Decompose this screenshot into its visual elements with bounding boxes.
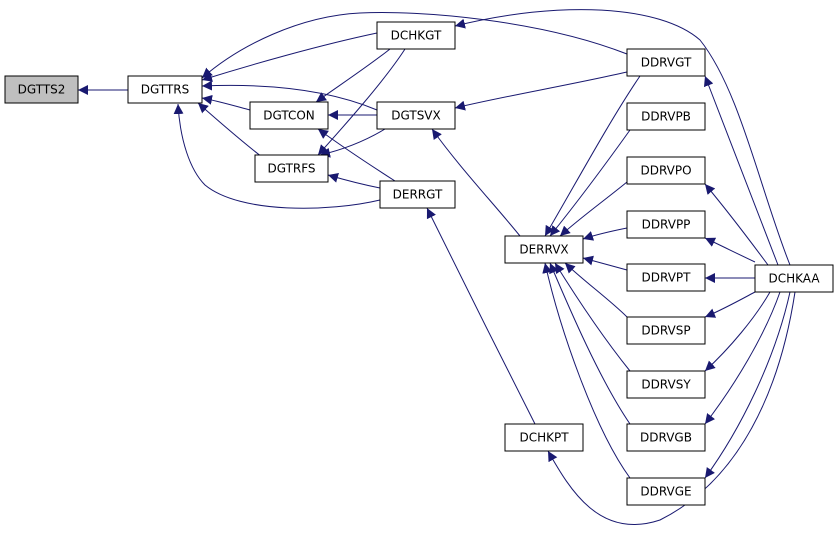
node-dgtrfs[interactable]: DGTRFS [254, 154, 329, 183]
node-dgtts2[interactable]: DGTTS2 [4, 75, 79, 104]
edge-dchkgt-to-dgtrfs [317, 48, 406, 156]
edge-derrgt-to-dgttrs [173, 103, 381, 209]
edge-derrvx-to-dgtsvx [431, 128, 521, 237]
node-ddrvpp[interactable]: DDRVPP [626, 210, 706, 239]
node-box [504, 235, 584, 264]
node-ddrvpo[interactable]: DDRVPO [626, 156, 706, 185]
edge-derrgt-to-dgtrfs [327, 173, 381, 189]
edge-dchkgt-to-dgtcon [315, 48, 391, 103]
edge-layer [78, 9, 796, 526]
node-box [754, 264, 834, 293]
node-box [376, 21, 456, 50]
edge-dgtcon-to-dgttrs [201, 94, 251, 111]
node-label: DGTRFS [267, 162, 315, 176]
node-box [626, 263, 706, 292]
node-layer: DGTTS2 DGTTRS DCHKGT DGTCON DGTSVX DGTRFS DERR… [4, 21, 834, 506]
node-ddrvge[interactable]: DDRVGE [626, 477, 706, 506]
edge-ddrvpb-to-derrvx [549, 129, 631, 237]
node-box [249, 101, 329, 130]
node-box [626, 316, 706, 345]
node-label: DCHKAA [768, 272, 820, 286]
node-ddrvpt[interactable]: DDRVPT [626, 263, 706, 292]
node-label: DGTCON [263, 109, 315, 123]
node-label: DDRVPP [642, 218, 691, 232]
edge-ddrvsy-to-derrvx [554, 262, 631, 372]
node-ddrvsp[interactable]: DDRVSP [626, 316, 706, 345]
edge-ddrvgt-to-dgttrs [201, 11, 628, 79]
edge-dgtrfs-to-dgttrs [197, 102, 263, 158]
node-label: DDRVSY [641, 378, 691, 392]
node-derrgt[interactable]: DERRGT [379, 180, 456, 209]
edge-dchkpt-to-derrgt [426, 207, 536, 425]
node-box [626, 370, 706, 399]
node-dchkgt[interactable]: DCHKGT [376, 21, 456, 50]
node-label: DDRVGB [640, 431, 692, 445]
edge-ddrvgt-to-dgtsvx [454, 71, 628, 111]
edge-ddrvge-to-derrvx [542, 262, 631, 479]
node-label: DERRGT [393, 188, 443, 202]
node-label: DGTTRS [141, 83, 190, 97]
edge-dchkaa-to-dchkgt [454, 9, 791, 266]
node-label: DDRVPB [641, 110, 691, 124]
edge-dchkaa-to-dchkpt [547, 291, 796, 526]
node-ddrvpb[interactable]: DDRVPB [626, 102, 706, 131]
node-box [626, 102, 706, 131]
node-box [626, 423, 706, 452]
node-label: DCHKGT [391, 29, 442, 43]
node-derrvx[interactable]: DERRVX [504, 235, 584, 264]
edge-ddrvgt-to-derrvx [544, 75, 641, 237]
node-box [504, 423, 584, 452]
node-box [379, 180, 456, 209]
edge-dchkaa-to-ddrvgt [703, 75, 779, 266]
node-box [254, 154, 329, 183]
node-label: DDRVGT [641, 56, 692, 70]
edge-ddrvpp-to-derrvx [582, 227, 628, 241]
edge-ddrvsp-to-derrvx [564, 262, 628, 318]
node-ddrvgt[interactable]: DDRVGT [626, 48, 706, 77]
node-dchkaa[interactable]: DCHKAA [754, 264, 834, 293]
node-ddrvsy[interactable]: DDRVSY [626, 370, 706, 399]
node-label: DDRVSP [641, 324, 690, 338]
node-box [626, 156, 706, 185]
node-box [626, 48, 706, 77]
node-label: DGTTS2 [18, 83, 66, 97]
node-box [626, 210, 706, 239]
node-dchkpt[interactable]: DCHKPT [504, 423, 584, 452]
node-label: DDRVPT [642, 271, 692, 285]
node-label: DCHKPT [519, 431, 569, 445]
edge-dgtsvx-to-dgttrs [201, 80, 378, 111]
edge-dchkaa-to-ddrvpo [704, 183, 769, 266]
node-dgtsvx[interactable]: DGTSVX [376, 101, 456, 130]
edge-ddrvgb-to-derrvx [549, 262, 631, 425]
edge-ddrvpt-to-derrvx [582, 255, 628, 271]
node-box [376, 101, 456, 130]
node-box [4, 75, 79, 104]
edge-dgtsvx-to-dgtrfs [319, 128, 386, 158]
node-label: DDRVGE [640, 485, 691, 499]
node-label: DGTSVX [391, 109, 441, 123]
node-box [626, 477, 706, 506]
edge-dchkaa-to-ddrvpp [704, 237, 756, 263]
node-box [127, 75, 203, 104]
edge-dchkgt-to-dgttrs [201, 32, 378, 82]
node-dgtcon[interactable]: DGTCON [249, 101, 329, 130]
node-dgttrs[interactable]: DGTTRS [127, 75, 203, 104]
edge-ddrvpo-to-derrvx [559, 181, 628, 237]
edge-derrgt-to-dgtcon [317, 128, 396, 182]
edge-dchkaa-to-ddrvge [704, 291, 791, 479]
edge-dchkaa-to-ddrvsp [704, 291, 756, 318]
edge-dchkaa-to-ddrvsy [704, 291, 771, 372]
node-label: DDRVPO [640, 164, 691, 178]
node-label: DERRVX [519, 243, 568, 257]
edge-dchkaa-to-ddrvgb [704, 291, 781, 425]
node-ddrvgb[interactable]: DDRVGB [626, 423, 706, 452]
